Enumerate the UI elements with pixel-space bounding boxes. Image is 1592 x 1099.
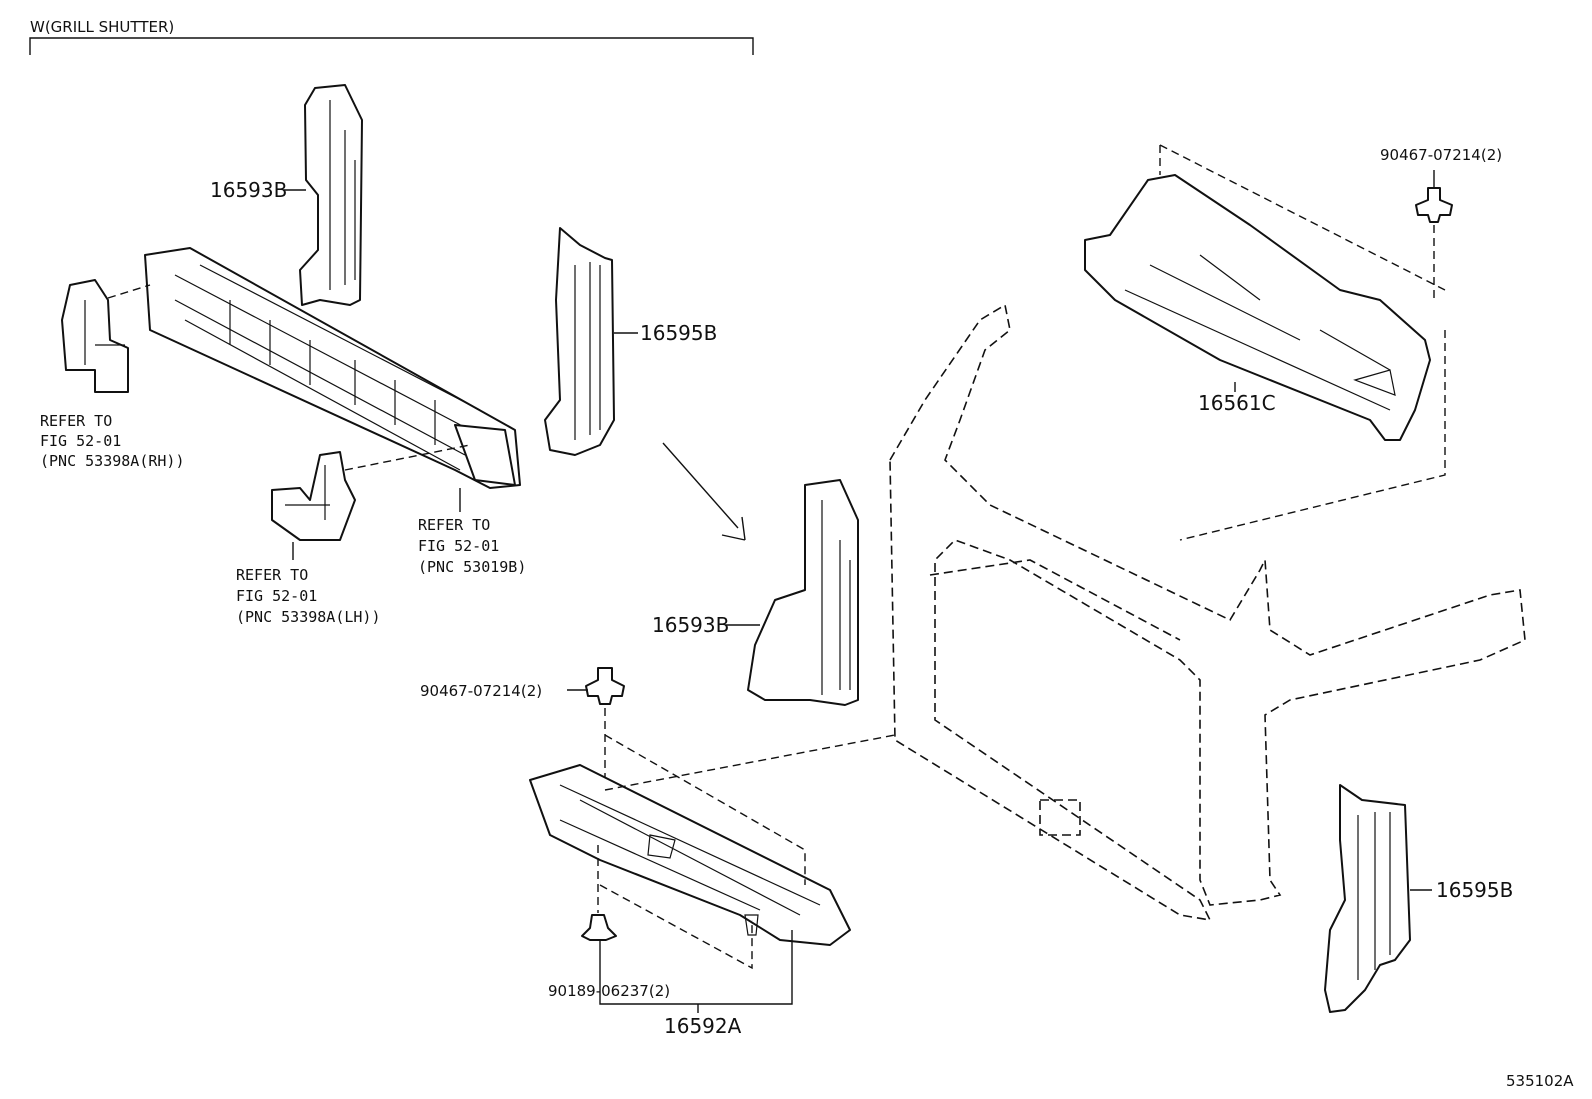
clip-bottom [581, 914, 617, 941]
callout-16595B-bottom: 16595B [1436, 878, 1513, 902]
callout-16595B-mid: 16595B [640, 321, 717, 345]
diagram-id: 535102A [1506, 1072, 1574, 1090]
ref-lh-line1: REFER TO [236, 566, 308, 584]
seal-rh [61, 279, 129, 393]
direction-arrow [662, 442, 746, 541]
part-16592A-dash [599, 734, 896, 970]
ref-b-line3: (PNC 53019B) [418, 558, 526, 576]
seal-lh [271, 451, 356, 541]
seal-lh-dash [344, 444, 471, 471]
callout-clip-left: 90467-07214(2) [420, 682, 542, 700]
leader-16592A [599, 930, 793, 1013]
part-16595B-bottom [1324, 784, 1411, 1013]
ref-b-line2: FIG 52-01 [418, 537, 499, 555]
ref-b-line1: REFER TO [418, 516, 490, 534]
grill-shutter-assembly [144, 247, 521, 489]
callout-16593B-top: 16593B [210, 178, 287, 202]
radiator-support-ghost [889, 303, 1526, 922]
clip-right [1415, 187, 1453, 223]
part-16593B-top [299, 84, 363, 306]
group-label: W(GRILL SHUTTER) [30, 18, 174, 36]
ref-lh-line3: (PNC 53398A(LH)) [236, 608, 381, 626]
ref-rh-line1: REFER TO [40, 412, 112, 430]
callout-16593B-mid: 16593B [652, 613, 729, 637]
seal-rh-dash [107, 284, 151, 299]
group-bracket [29, 37, 754, 55]
callout-16592A: 16592A [664, 1014, 742, 1038]
callout-clip-bottom: 90189-06237(2) [548, 982, 670, 1000]
clip-left [585, 667, 625, 705]
part-16595B-mid [544, 227, 615, 456]
callout-clip-right: 90467-07214(2) [1380, 146, 1502, 164]
part-16593B-mid [747, 479, 859, 706]
ref-rh-line3: (PNC 53398A(RH)) [40, 452, 185, 470]
part-16561C [1084, 174, 1431, 441]
callout-16561C: 16561C [1198, 391, 1276, 415]
ref-lh-line2: FIG 52-01 [236, 587, 317, 605]
part-16561C-dash [1159, 144, 1446, 541]
ref-rh-line2: FIG 52-01 [40, 432, 121, 450]
part-16592A [529, 764, 851, 946]
